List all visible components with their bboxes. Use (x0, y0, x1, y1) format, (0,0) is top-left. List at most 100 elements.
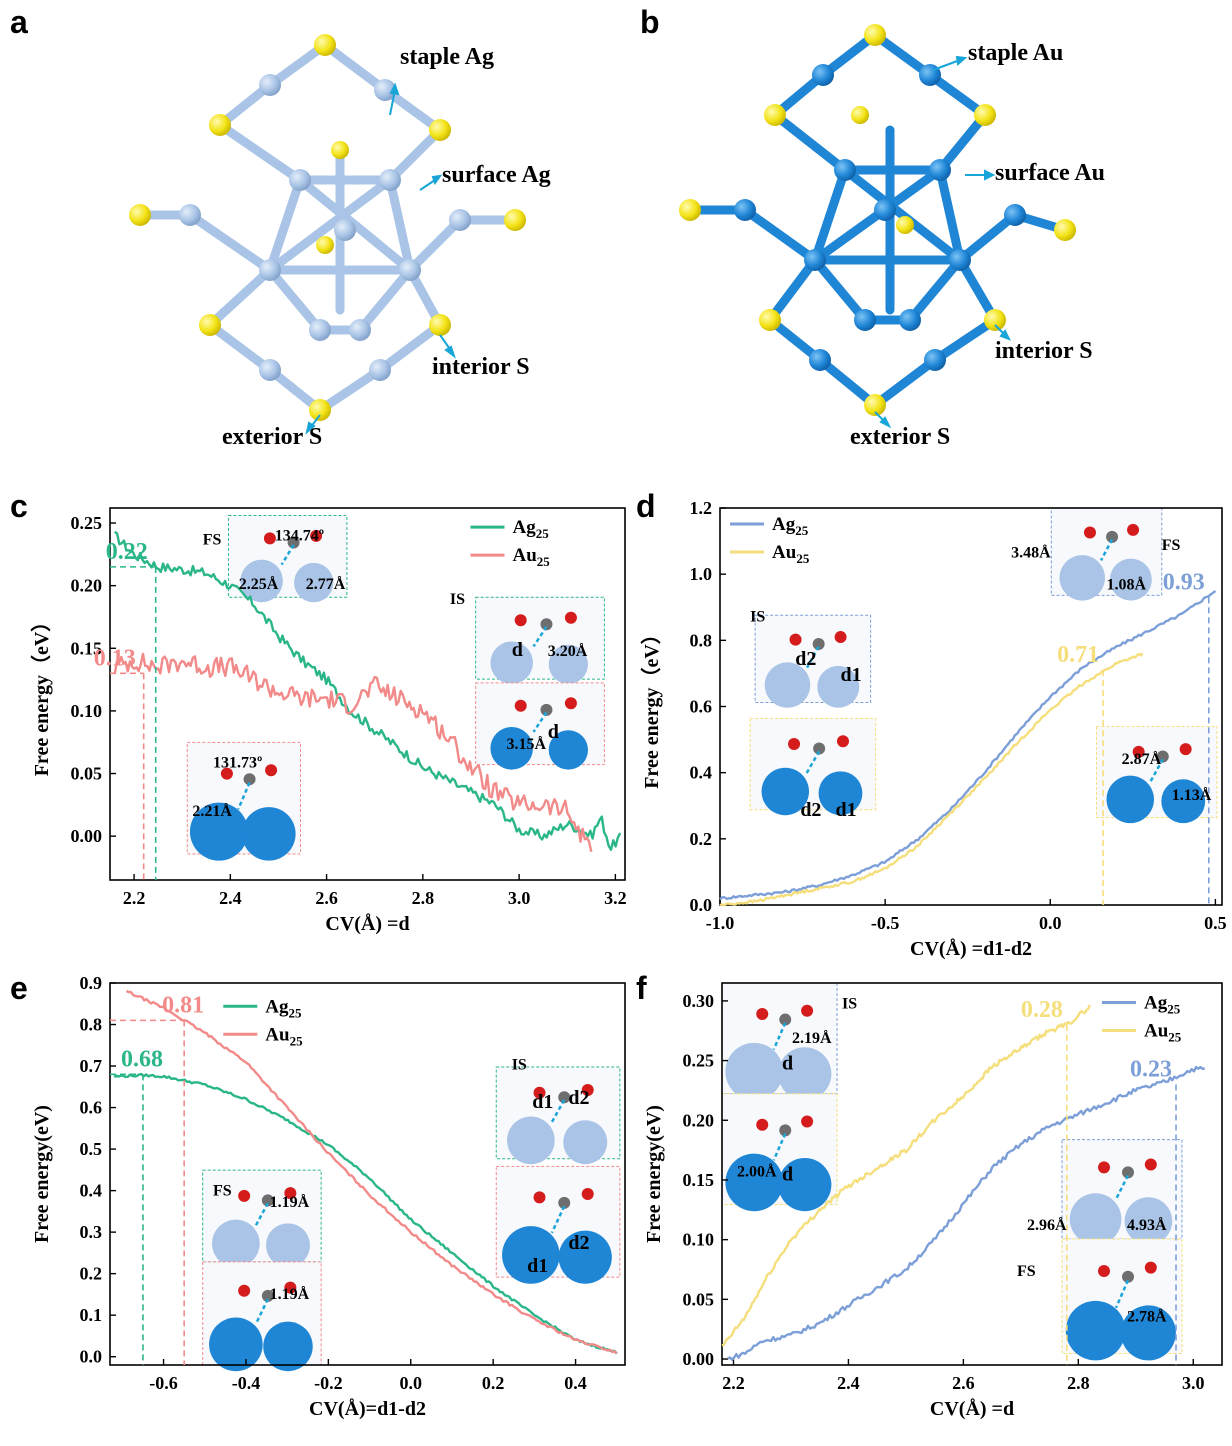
oxygen-atom (581, 1188, 594, 1201)
inset-label: 2.78Å (1127, 1308, 1167, 1326)
oxygen-atom (284, 1187, 297, 1200)
x-axis-label: CV(Å)=d1-d2 (309, 1397, 426, 1420)
metal-atom (294, 562, 334, 603)
metal-atom (725, 1153, 784, 1212)
annotation-value: 0.13 (94, 645, 136, 671)
y-tick-label: 0.9 (80, 975, 103, 993)
inset-label: 3.48Å (1011, 544, 1051, 562)
panel-letter-e: e (10, 970, 28, 1006)
molecular-snapshot-inset (721, 982, 838, 1101)
molecular-snapshot-inset (495, 1165, 621, 1284)
y-tick-label: 0.20 (71, 576, 103, 596)
inset-label: d2 (568, 1232, 589, 1254)
y-tick-label: 0.05 (683, 1289, 715, 1309)
plot-frame (109, 507, 626, 881)
distance-marker (254, 1298, 269, 1325)
y-axis-label: Free energy(eV) (31, 1105, 53, 1243)
molecular-snapshot-inset (749, 717, 877, 816)
oxygen-atom (533, 1191, 546, 1204)
distance-marker (806, 646, 820, 669)
metal-atom (548, 644, 588, 685)
oxygen-atom (756, 1008, 769, 1021)
label-exterior-s-b: exterior S (850, 424, 951, 450)
x-tick-label: -0.6 (149, 1373, 178, 1393)
y-tick-label: 1.2 (690, 500, 713, 518)
carbon-atom (813, 742, 826, 755)
molecular-snapshot-inset (202, 1261, 322, 1372)
oxygen-atom (238, 1189, 251, 1202)
y-tick-label: 0.5 (80, 1139, 103, 1159)
distance-marker (237, 782, 251, 810)
series-line-ag25 (719, 589, 1217, 901)
y-tick-label: 0.10 (683, 1230, 715, 1250)
au25-cluster-structure (679, 24, 1076, 429)
x-tick-label: 2.6 (952, 1373, 975, 1393)
molecular-snapshot-inset (202, 1169, 322, 1268)
annotation-value: 0.81 (162, 992, 204, 1018)
inset-label: d1 (840, 664, 861, 686)
inset-label: 3.15Å (507, 735, 547, 753)
oxygen-atom (265, 764, 278, 777)
carbon-atom (1106, 530, 1119, 543)
inset-label: IS (450, 591, 465, 608)
oxygen-atom (756, 1118, 769, 1131)
x-tick-label: 2.4 (837, 1373, 860, 1393)
y-tick-label: 0.15 (683, 1170, 715, 1190)
y-tick-label: 0.6 (690, 697, 713, 717)
metal-atom (817, 665, 860, 708)
molecular-snapshot-inset (1050, 507, 1163, 601)
label-surface-ag: surface Ag (442, 162, 551, 188)
panel-letter-b: b (640, 4, 660, 40)
x-tick-label: 3.2 (604, 888, 627, 908)
oxygen-atom (263, 532, 276, 545)
metal-atom (778, 1158, 832, 1212)
oxygen-atom (564, 697, 577, 710)
metal-atom (490, 641, 533, 685)
x-tick-label: 3.0 (508, 888, 531, 908)
carbon-atom (540, 618, 553, 631)
y-tick-label: 0.1 (80, 1305, 103, 1325)
molecular-snapshot-inset (1061, 1139, 1183, 1245)
distance-marker (1099, 538, 1114, 561)
carbon-atom (779, 1013, 792, 1026)
oxygen-atom (1098, 1161, 1110, 1174)
molecular-snapshot-inset (754, 614, 872, 708)
inset-label: 2.96Å (1027, 1216, 1067, 1234)
molecular-snapshot-inset (475, 682, 605, 770)
inset-label: 1.13Å (1172, 786, 1212, 804)
distance-marker (772, 1022, 787, 1050)
carbon-atom (540, 703, 553, 716)
x-axis-label: CV(Å) =d1-d2 (910, 937, 1032, 960)
oxygen-atom (1144, 1261, 1157, 1274)
inset-label: IS (842, 995, 857, 1012)
series-line-au25 (719, 652, 1144, 907)
inset-label: 2.00Å (737, 1163, 777, 1181)
distance-marker (532, 711, 548, 733)
ag25-cluster-structure (129, 34, 526, 435)
x-tick-label: 0.5 (1204, 913, 1227, 933)
annotation-value: 0.68 (121, 1046, 163, 1072)
inset-label: FS (1162, 537, 1181, 554)
metal-atom (1065, 1300, 1126, 1361)
x-tick-label: -1.0 (706, 913, 735, 933)
metal-atom (1120, 1305, 1176, 1361)
distance-marker (772, 1133, 787, 1161)
legend-label: Ag25 (772, 514, 809, 538)
inset-label: 4.93Å (1127, 1216, 1167, 1234)
metal-atom (209, 1317, 263, 1372)
inset-label: FS (1017, 1263, 1036, 1280)
metal-atom (189, 802, 248, 861)
legend-label: Au25 (265, 1024, 303, 1048)
metal-atom (548, 730, 588, 770)
oxygen-atom (533, 1086, 546, 1099)
metal-atom (1109, 558, 1152, 601)
inset-label: d2 (568, 1087, 589, 1109)
x-tick-label: 0.0 (400, 1373, 423, 1393)
inset-label: 3.20Å (548, 642, 588, 660)
inset-label: d1 (532, 1091, 553, 1113)
y-axis-label: Free energy(eV) (643, 1105, 665, 1243)
x-tick-label: -0.4 (232, 1373, 261, 1393)
metal-atom (563, 1120, 608, 1165)
metal-atom (502, 1226, 560, 1284)
